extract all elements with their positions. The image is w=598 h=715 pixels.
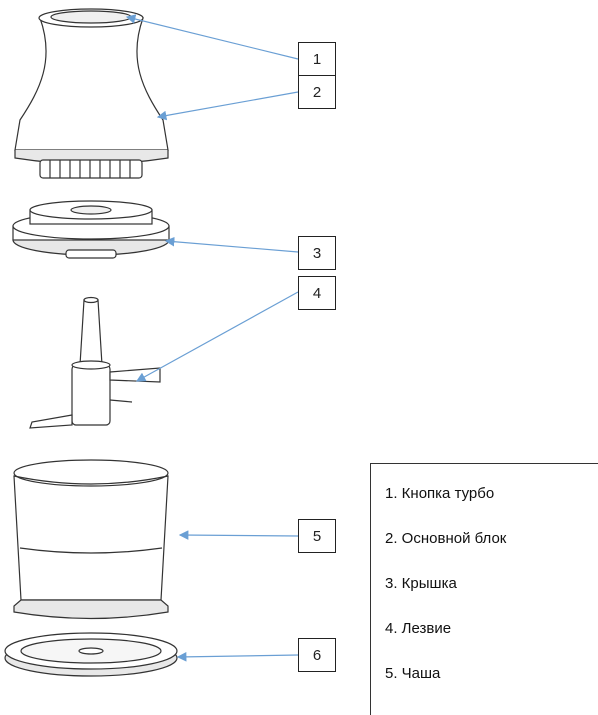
callout-4: 4 (298, 276, 336, 310)
lid-part (12, 200, 170, 259)
callout-2: 2 (298, 75, 336, 109)
legend-item-main-unit: 2. Основной блок (385, 530, 507, 547)
arrow-1 (125, 14, 299, 60)
arrow-3 (164, 236, 299, 253)
bowl-part (13, 459, 169, 620)
callout-5: 5 (298, 519, 336, 553)
legend-item-turbo-button: 1. Кнопка турбо (385, 485, 495, 502)
callout-3: 3 (298, 236, 336, 270)
arrow-2 (156, 91, 299, 121)
blade-part (29, 296, 161, 429)
arrow-6 (176, 652, 299, 662)
legend-item-lid: 3. Крышка (385, 575, 457, 592)
leader-arrows (125, 14, 299, 662)
arrow-4 (135, 291, 299, 382)
callout-1: 1 (298, 42, 336, 76)
base-cover-part (4, 632, 178, 677)
main-unit-part (14, 8, 169, 179)
legend-item-blade: 4. Лезвие (385, 620, 452, 637)
legend-item-bowl: 5. Чаша (385, 665, 441, 682)
callout-6: 6 (298, 638, 336, 672)
parts-legend: 1. Кнопка турбо 2. Основной блок 3. Крыш… (370, 463, 598, 715)
arrow-5 (178, 530, 299, 540)
